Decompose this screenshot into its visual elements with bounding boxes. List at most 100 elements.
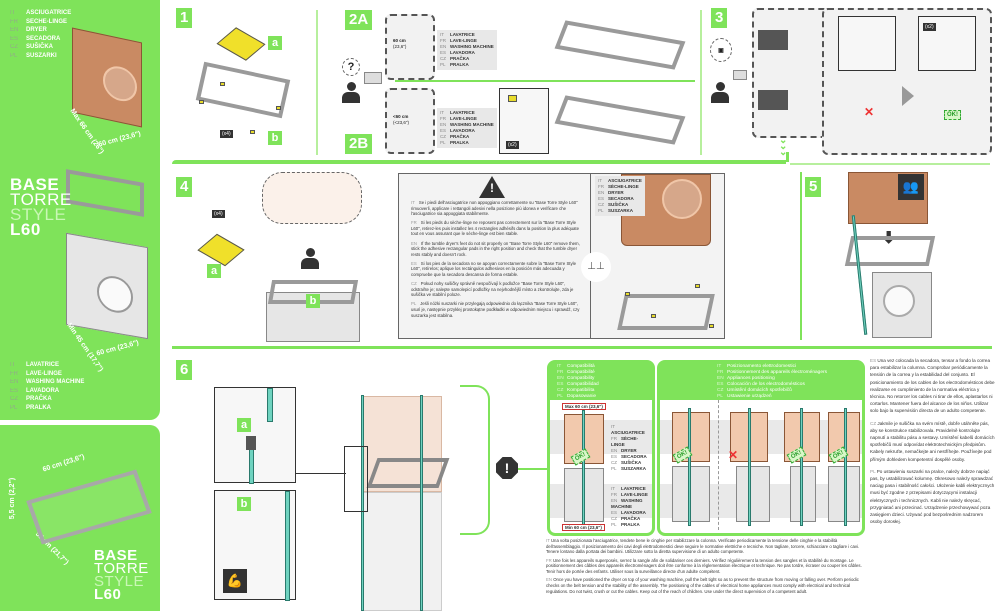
substep-letter: b — [306, 294, 320, 308]
bracket-closeup-correct: (x2) — [918, 16, 976, 71]
instruction-paragraph: EN Once you have positioned the dryer on… — [546, 577, 859, 594]
bracket-fitting-box: (x2) ✕ OK! — [822, 8, 992, 155]
instruction-paragraph: ES Una vez colocada la secadora, tensar … — [870, 358, 995, 414]
instruction-paragraph: CZ Jakmile je sušička na svém místě, dob… — [870, 420, 995, 462]
quantity-label: (x2) — [923, 23, 936, 31]
washer-width-dimension: 60 cm (23,6") — [95, 339, 140, 358]
dryer-feet-icon: ⊥⊥ — [581, 252, 611, 282]
base-frame-illustration — [26, 469, 152, 545]
instruction-paragraph: FR Une fois les appareils superposés, se… — [546, 557, 862, 575]
choice-arrow-icon — [733, 70, 747, 80]
chevron-down-icon: ⌄⌄⌄ — [779, 135, 788, 158]
substep-letter: b — [268, 131, 282, 145]
divider — [316, 10, 318, 155]
question-thought-icon: ? — [342, 58, 360, 76]
belt-buckle — [246, 436, 256, 450]
base-frame-on-washer — [554, 95, 686, 145]
substep-letter: b — [237, 497, 251, 511]
divider — [172, 346, 992, 349]
choice-arrow-icon — [364, 72, 382, 84]
product-title: BASE TORRE STYLE L60 — [94, 547, 149, 603]
belt-strap — [851, 215, 868, 335]
bracket-closeup-wrong — [838, 16, 896, 71]
belt-strap — [420, 395, 423, 611]
belt-instructions-text: IT Una volta posizionata l'asciugatrice,… — [546, 538, 866, 597]
width-label-inches: (23,6") — [393, 44, 407, 49]
detail-closeup-panel: (x2) — [499, 88, 549, 154]
belt-strap — [285, 491, 290, 601]
step-number: 6 — [176, 360, 193, 380]
width-label: <60 cm — [393, 114, 409, 119]
control-panel-illustration — [758, 30, 788, 50]
washer-ghost-illustration — [362, 492, 442, 611]
base-frame-illustration — [366, 458, 450, 488]
base-dimensions-panel: 60 cm (23,6") 5,5 cm (2,2") 55 cm (21,7"… — [0, 425, 160, 611]
compatibility-panel: Max 60 cm (23,6") OK! Min 60 cm (23,6") … — [547, 400, 655, 536]
person-icon — [301, 248, 319, 269]
instruction-paragraph: IT Una volta posizionata l'asciugatrice,… — [546, 538, 860, 555]
washer-standard-width-box: 60 cm (23,6") — [385, 14, 435, 80]
control-panel-variants-box — [752, 8, 832, 138]
washer-illustration — [266, 292, 360, 342]
dryer-width-dimension: 60 cm (23,6") — [97, 130, 142, 149]
dryer-feet-thought — [262, 172, 362, 224]
connector-line — [296, 473, 346, 474]
two-person-lift-icon: 👥 — [898, 174, 924, 200]
step-number: 4 — [176, 177, 193, 197]
next-arrow-icon — [902, 86, 914, 106]
adhesive-pad-sheet — [216, 27, 266, 61]
warning-exclamation: ! — [490, 181, 494, 195]
washer-thought-icon: ▣ — [710, 38, 732, 62]
adhesive-pad — [276, 106, 281, 110]
placement-example-correct: OK! — [668, 408, 714, 526]
washer-illustration — [66, 232, 148, 340]
width-label-inches: (<23,6") — [393, 120, 409, 125]
washer-illustration — [872, 272, 932, 338]
wrong-x-icon: ✕ — [864, 105, 875, 119]
down-arrow-icon: ⬇ — [882, 230, 896, 247]
substep-letter: a — [268, 36, 282, 50]
important-notice-icon: ! — [496, 457, 518, 479]
adhesive-pad — [199, 100, 204, 104]
placement-divider — [718, 400, 719, 530]
divider — [700, 10, 702, 155]
substep-letter: a — [237, 418, 251, 432]
divider — [800, 172, 802, 340]
washer-narrow-width-box: <60 cm (<23,6") — [385, 88, 435, 154]
person-icon — [711, 82, 729, 103]
person-icon — [342, 82, 360, 103]
wrong-x-icon: ✕ — [728, 448, 739, 462]
step-number: 5 — [805, 177, 822, 197]
step-number: 2A — [345, 10, 373, 30]
warning-triangle-icon — [479, 176, 505, 198]
connector-line — [518, 468, 548, 470]
base-width-dimension: 60 cm (23,6") — [41, 453, 86, 474]
placement-example-correct: OK! — [782, 408, 822, 526]
belt-buckle-closeup-a: a — [214, 387, 296, 484]
product-title: BASE TORRE STYLE L60 — [10, 175, 72, 239]
base-frame-illustration — [66, 169, 144, 217]
flow-line — [790, 163, 990, 165]
